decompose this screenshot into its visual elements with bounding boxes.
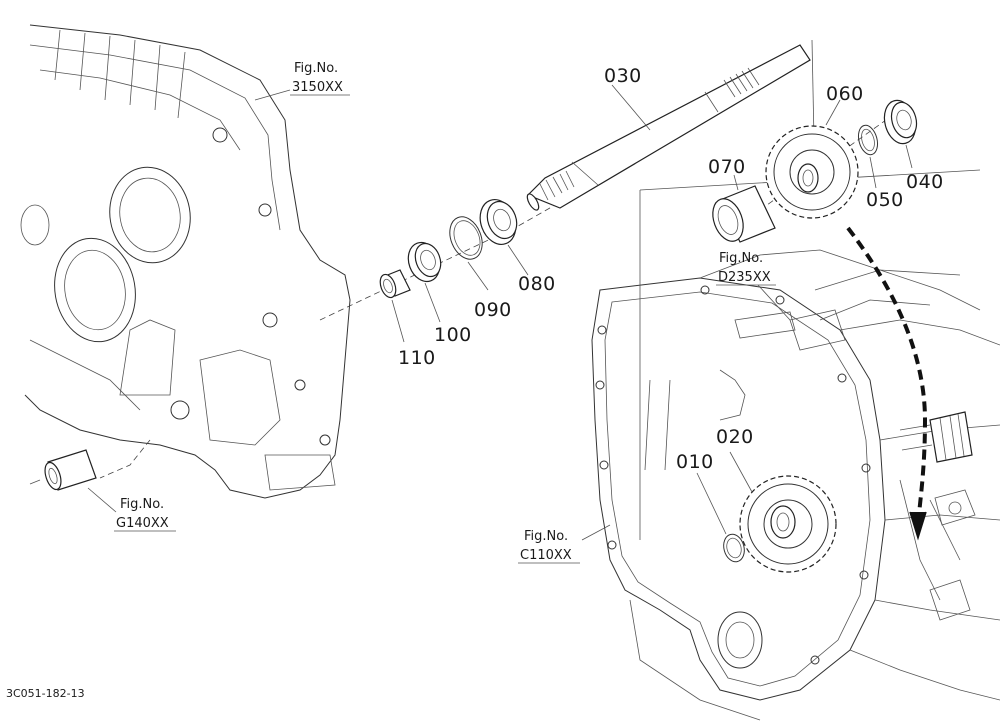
part-100-bearing: [407, 241, 442, 283]
label-040: 040: [906, 171, 944, 193]
part-110-collar: [379, 269, 411, 299]
label-100: 100: [434, 324, 472, 346]
label-050: 050: [866, 189, 904, 211]
figref-d235xx: Fig.No. D235XX: [716, 251, 776, 286]
svg-text:G140XX: G140XX: [116, 516, 169, 531]
clutch-housing-right: [591, 249, 1000, 721]
label-080: 080: [518, 273, 556, 295]
part-030-shaft: [526, 44, 811, 211]
label-030: 030: [604, 65, 642, 87]
leader-lines: [87, 84, 913, 541]
svg-text:Fig.No.: Fig.No.: [719, 251, 763, 266]
part-060-gear: [765, 125, 859, 219]
assembly-arrow: [846, 226, 928, 541]
transmission-case-left: [20, 24, 351, 499]
label-020: 020: [716, 426, 754, 448]
figref-g140xx: Fig.No. G140XX: [114, 497, 176, 532]
label-090: 090: [474, 299, 512, 321]
part-090-snap-ring: [449, 216, 483, 260]
part-020-gear: [739, 475, 837, 573]
part-050-snap-ring: [857, 124, 879, 156]
figref-c110xx: Fig.No. C110XX: [518, 529, 580, 564]
label-010: 010: [676, 451, 714, 473]
figref-3150xx: Fig.No. 3150XX: [290, 61, 350, 96]
svg-text:Fig.No.: Fig.No.: [524, 529, 568, 544]
svg-text:3150XX: 3150XX: [292, 80, 343, 95]
part-070-sleeve: [712, 185, 776, 243]
label-070: 070: [708, 156, 746, 178]
label-110: 110: [398, 347, 436, 369]
part-010-snap-ring: [723, 533, 745, 563]
part-040-bearing: [883, 99, 918, 145]
drawing-code: 3C051-182-13: [6, 687, 85, 700]
svg-text:D235XX: D235XX: [718, 270, 771, 285]
svg-text:Fig.No.: Fig.No.: [294, 61, 338, 76]
part-080-bearing: [479, 199, 518, 245]
label-060: 060: [826, 83, 864, 105]
svg-text:Fig.No.: Fig.No.: [120, 497, 164, 512]
svg-text:C110XX: C110XX: [520, 548, 572, 563]
coupling-sleeve: [29, 449, 97, 491]
